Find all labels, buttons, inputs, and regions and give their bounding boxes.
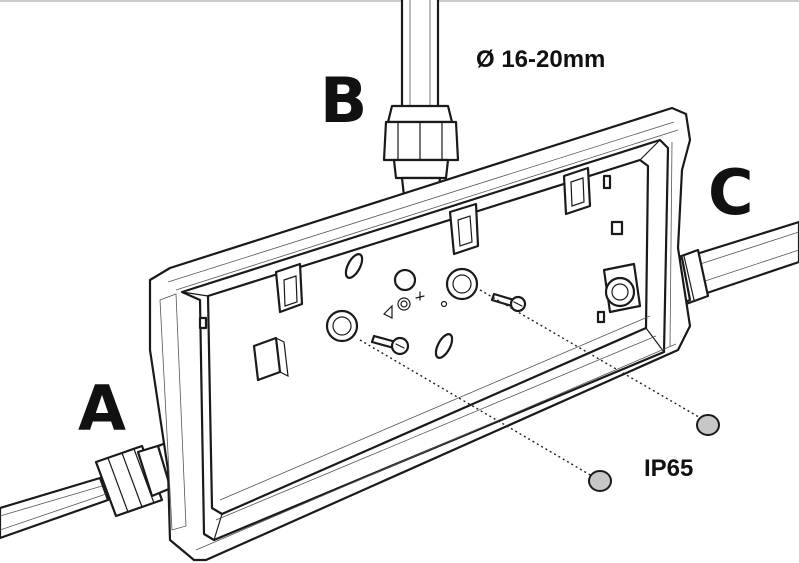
- panel-features: [198, 174, 624, 382]
- ip65-cap-2: [696, 414, 720, 436]
- label-ip65: IP65: [644, 455, 693, 482]
- guide-line-upper: [479, 289, 705, 421]
- label-entry-c: C: [708, 156, 752, 229]
- gland-b: [382, 104, 460, 198]
- mounting-clips: [274, 166, 592, 314]
- cable-a: [0, 476, 110, 540]
- ip65-cap-1: [588, 470, 612, 492]
- label-entry-a: A: [78, 372, 126, 445]
- label-diameter: Ø 16-20mm: [476, 46, 605, 73]
- cable-b: [400, 0, 440, 122]
- label-entry-b: B: [320, 64, 365, 137]
- box-frame: [148, 106, 692, 562]
- screw-upper: [490, 292, 527, 313]
- inner-gland-c: [602, 262, 642, 314]
- screw-lower: [370, 334, 410, 356]
